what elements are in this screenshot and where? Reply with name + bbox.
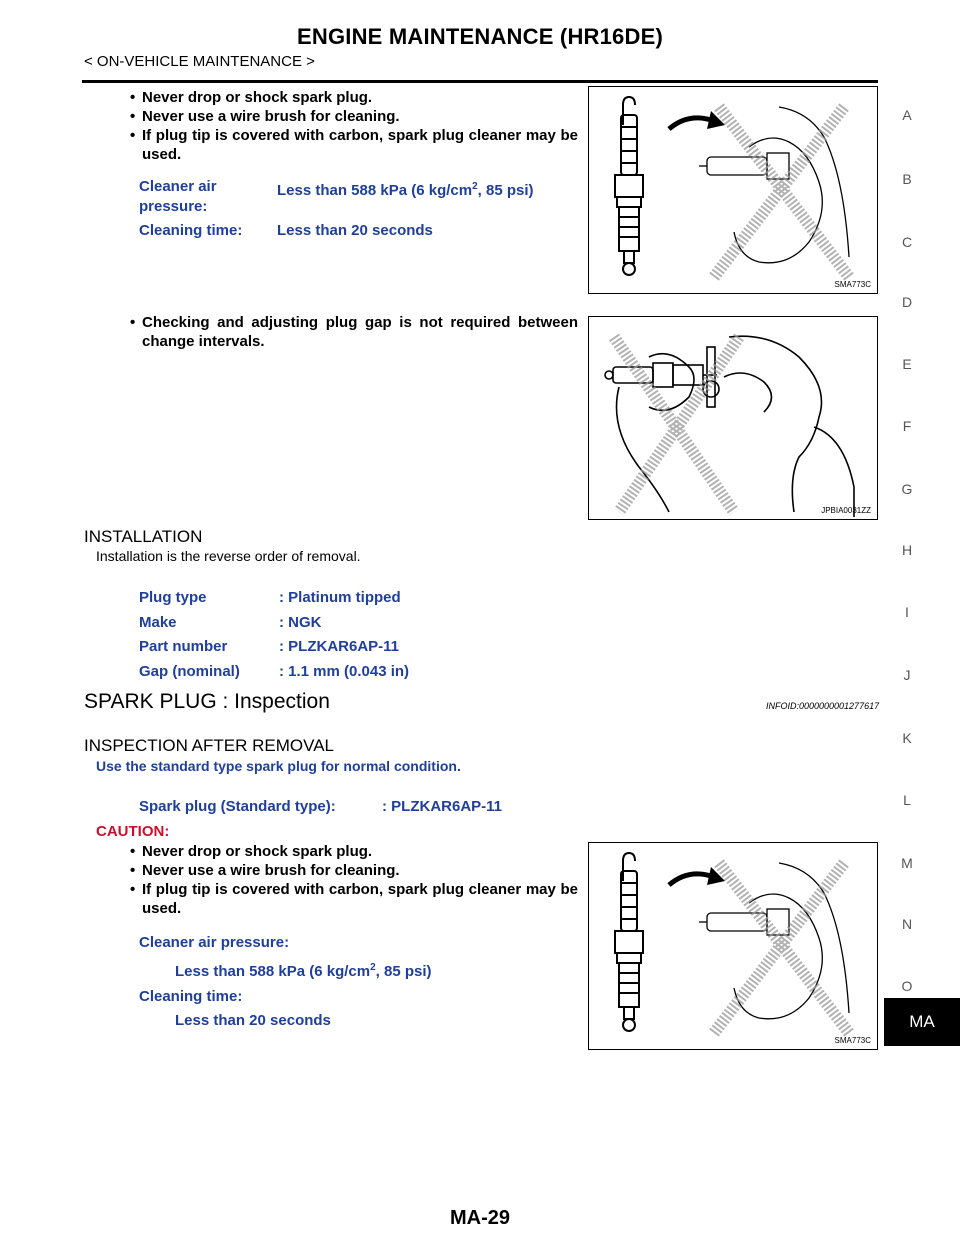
side-index-letter[interactable]: C xyxy=(901,234,913,250)
bullet-item: Never use a wire brush for cleaning. xyxy=(128,861,578,880)
spec-value-text: Less than 588 kPa (6 kg/cm xyxy=(277,182,473,199)
bullet-item: Never use a wire brush for cleaning. xyxy=(128,107,578,126)
spec-label-line: Cleaner air xyxy=(139,178,217,195)
spec-row: Make : NGK xyxy=(139,611,409,636)
bullet-list-2: Checking and adjusting plug gap is not r… xyxy=(128,313,578,351)
superscript: 2 xyxy=(472,181,478,192)
spec-value: : PLZKAR6AP-11 xyxy=(279,638,400,655)
figure-spark-plug-cleaning-2: SMA773C xyxy=(588,842,878,1050)
installation-text: Installation is the reverse order of rem… xyxy=(96,548,361,564)
side-tab-active[interactable]: MA xyxy=(884,998,960,1046)
plug-gap-illustration-icon xyxy=(604,333,855,517)
side-index-letter[interactable]: D xyxy=(901,294,913,310)
spec-label-line: pressure: xyxy=(139,198,208,215)
figure-label: SMA773C xyxy=(834,280,871,289)
spec-key: Plug type xyxy=(139,589,207,606)
bullet-item: If plug tip is covered with carbon, spar… xyxy=(128,880,578,918)
side-index-letter[interactable]: A xyxy=(902,107,912,123)
bullet-list-1: Never drop or shock spark plug. Never us… xyxy=(128,88,578,164)
inspection-intro: Use the standard type spark plug for nor… xyxy=(96,758,461,774)
spec-value-text: , 85 psi) xyxy=(477,182,534,199)
spec-row: Plug type : Platinum tipped xyxy=(139,586,409,611)
spec-row: Gap (nominal) : 1.1 mm (0.043 in) xyxy=(139,660,409,685)
side-index-letter[interactable]: H xyxy=(901,542,913,558)
side-index-letter[interactable]: I xyxy=(905,604,909,620)
side-index-letter[interactable]: B xyxy=(902,171,912,187)
spec-value-text: Less than 588 kPa (6 kg/cm xyxy=(175,963,371,980)
cleaning-time-label: Cleaning time: xyxy=(139,988,243,1005)
spec-row: Part number : PLZKAR6AP-11 xyxy=(139,635,409,660)
cleaning-time-value: Less than 20 seconds xyxy=(175,1012,331,1029)
side-index-letter[interactable]: M xyxy=(901,855,913,871)
figure-plug-gap: JPBIA0031ZZ xyxy=(588,316,878,520)
spec-value: : NGK xyxy=(279,613,322,631)
side-index-letter[interactable]: J xyxy=(903,667,911,683)
spec-value: : Platinum tipped xyxy=(279,589,401,606)
spec-time-label: Cleaning time: xyxy=(139,222,243,239)
bullet-item: Checking and adjusting plug gap is not r… xyxy=(128,313,578,351)
spec-pressure-value: Less than 588 kPa (6 kg/cm2, 85 psi) xyxy=(277,181,534,199)
side-index-letter[interactable]: E xyxy=(902,356,912,372)
side-index-letter[interactable]: N xyxy=(901,916,913,932)
cleaner-pressure-label: Cleaner air pressure: xyxy=(139,934,290,951)
side-index-letter[interactable]: O xyxy=(901,978,913,994)
superscript: 2 xyxy=(370,962,376,973)
section-heading-installation: INSTALLATION xyxy=(84,527,203,546)
figure-label: SMA773C xyxy=(834,1036,871,1045)
info-id: INFOID:0000000001277617 xyxy=(766,701,880,711)
spec-value: : 1.1 mm (0.043 in) xyxy=(279,662,410,680)
installation-spec-table: Plug type : Platinum tipped Make : NGK Par… xyxy=(139,586,409,684)
subheading-inspection-after-removal: INSPECTION AFTER REMOVAL xyxy=(84,736,335,755)
figure-label: JPBIA0031ZZ xyxy=(821,506,871,515)
page-title: ENGINE MAINTENANCE (HR16DE) xyxy=(297,24,663,49)
spark-plug-illustration-icon xyxy=(614,852,854,1037)
section-heading-inspection: SPARK PLUG : Inspection xyxy=(84,690,330,713)
spec-pressure-label: Cleaner air pressure: xyxy=(139,177,217,217)
figure-spark-plug-cleaning-1: SMA773C xyxy=(588,86,878,294)
standard-plug-value: : PLZKAR6AP-11 xyxy=(382,798,503,815)
bullet-item: If plug tip is covered with carbon, spar… xyxy=(128,126,578,164)
spec-key: Make xyxy=(139,613,177,631)
spark-plug-illustration-icon xyxy=(614,96,854,281)
page-subtitle: < ON-VEHICLE MAINTENANCE > xyxy=(84,53,315,70)
spec-time-value: Less than 20 seconds xyxy=(277,222,433,239)
side-index-letter[interactable]: F xyxy=(902,418,912,434)
bullet-item: Never drop or shock spark plug. xyxy=(128,842,578,861)
spec-key: Gap (nominal) xyxy=(139,662,240,680)
side-index-letter[interactable]: L xyxy=(903,792,911,808)
standard-plug-key: Spark plug (Standard type): xyxy=(139,798,336,815)
caution-label: CAUTION: xyxy=(96,823,170,840)
page-number: MA-29 xyxy=(449,1207,510,1229)
spec-key: Part number xyxy=(139,638,228,655)
spec-value-text: , 85 psi) xyxy=(375,963,432,980)
bullet-list-3: Never drop or shock spark plug. Never us… xyxy=(128,842,578,918)
side-index-letter[interactable]: K xyxy=(902,730,912,746)
bullet-item: Never drop or shock spark plug. xyxy=(128,88,578,107)
cleaner-pressure-value: Less than 588 kPa (6 kg/cm2, 85 psi) xyxy=(175,962,432,980)
side-index-letter[interactable]: G xyxy=(901,481,913,497)
header-rule xyxy=(82,80,878,83)
